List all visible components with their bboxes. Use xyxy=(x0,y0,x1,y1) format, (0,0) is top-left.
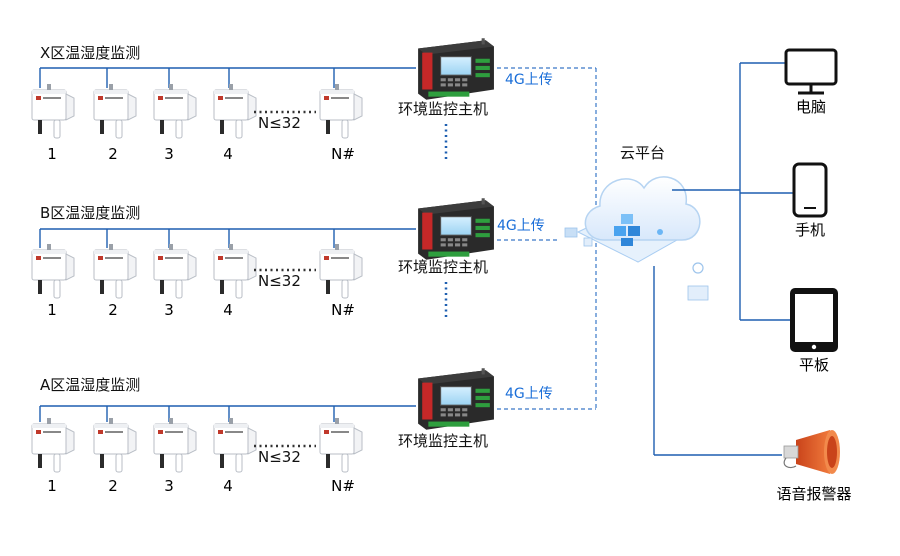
sensor-label: 4 xyxy=(223,477,233,495)
terminal-label: 平板 xyxy=(799,356,829,374)
host-controller xyxy=(417,37,495,101)
phone-icon xyxy=(792,162,828,218)
count-note: N≤32 xyxy=(258,448,301,466)
host-label: 环境监控主机 xyxy=(398,100,488,118)
terminal-label: 手机 xyxy=(795,221,825,239)
count-note: N≤32 xyxy=(258,272,301,290)
cloud-icon xyxy=(584,176,701,241)
sensor-device xyxy=(213,418,257,473)
sensor-label: N# xyxy=(331,301,355,319)
zone-title: B区温湿度监测 xyxy=(40,204,140,222)
sensor-label: N# xyxy=(331,477,355,495)
host-label: 环境监控主机 xyxy=(398,432,488,450)
cloud-label: 云平台 xyxy=(620,144,665,162)
sensor-device xyxy=(319,244,363,299)
count-note: N≤32 xyxy=(258,114,301,132)
sensor-device xyxy=(31,244,75,299)
sensor-label: 2 xyxy=(108,477,118,495)
sensor-device xyxy=(213,244,257,299)
sensor-label: 2 xyxy=(108,145,118,163)
sensor-device xyxy=(93,84,137,139)
sensor-device xyxy=(319,84,363,139)
zone-title: A区温湿度监测 xyxy=(40,376,140,394)
horn-alarm-icon xyxy=(783,430,840,474)
tablet-icon xyxy=(790,288,838,352)
sensor-device xyxy=(153,84,197,139)
sensor-label: 1 xyxy=(47,301,57,319)
zone-x: X区温湿度监测 N≤32 1 2 3 4 N# 环境监控主机 4G上传 xyxy=(31,37,596,163)
sensor-device xyxy=(31,84,75,139)
terminal-computer: 电脑 xyxy=(784,48,838,116)
computer-icon xyxy=(784,48,838,95)
sensor-label: 1 xyxy=(47,145,57,163)
sensor-label: 3 xyxy=(164,301,174,319)
zone-b: B区温湿度监测 N≤32 1 2 3 4 N# 环境监控主机 4G上传 xyxy=(31,197,560,319)
sensor-label: 4 xyxy=(223,145,233,163)
sensor-device xyxy=(213,84,257,139)
host-label: 环境监控主机 xyxy=(398,258,488,276)
terminal-tablet: 平板 xyxy=(790,288,838,374)
zone-a: A区温湿度监测 N≤32 1 2 3 4 N# 环境监控主机 4G上传 xyxy=(31,367,596,495)
zone-title: X区温湿度监测 xyxy=(40,44,140,62)
server-cubes-icon xyxy=(614,214,640,246)
sensor-device xyxy=(31,418,75,473)
terminal-label: 电脑 xyxy=(796,98,826,116)
host-controller xyxy=(417,367,495,431)
alarm-label: 语音报警器 xyxy=(776,485,851,503)
uplink-label: 4G上传 xyxy=(505,72,553,88)
cloud-platform: 云平台 xyxy=(564,144,709,301)
uplink-label: 4G上传 xyxy=(505,386,553,402)
sensor-label: 2 xyxy=(108,301,118,319)
voice-alarm: 语音报警器 xyxy=(776,430,852,503)
sensor-device xyxy=(153,418,197,473)
terminal-phone: 手机 xyxy=(792,162,828,239)
sensor-label: N# xyxy=(331,145,355,163)
sensor-device xyxy=(93,418,137,473)
sensor-label: 3 xyxy=(164,145,174,163)
sensor-label: 1 xyxy=(47,477,57,495)
sensor-label: 3 xyxy=(164,477,174,495)
sensor-device xyxy=(93,244,137,299)
sensor-device xyxy=(153,244,197,299)
host-controller xyxy=(417,197,495,261)
sensor-label: 4 xyxy=(223,301,233,319)
uplink-label: 4G上传 xyxy=(497,218,545,234)
sensor-device xyxy=(319,418,363,473)
